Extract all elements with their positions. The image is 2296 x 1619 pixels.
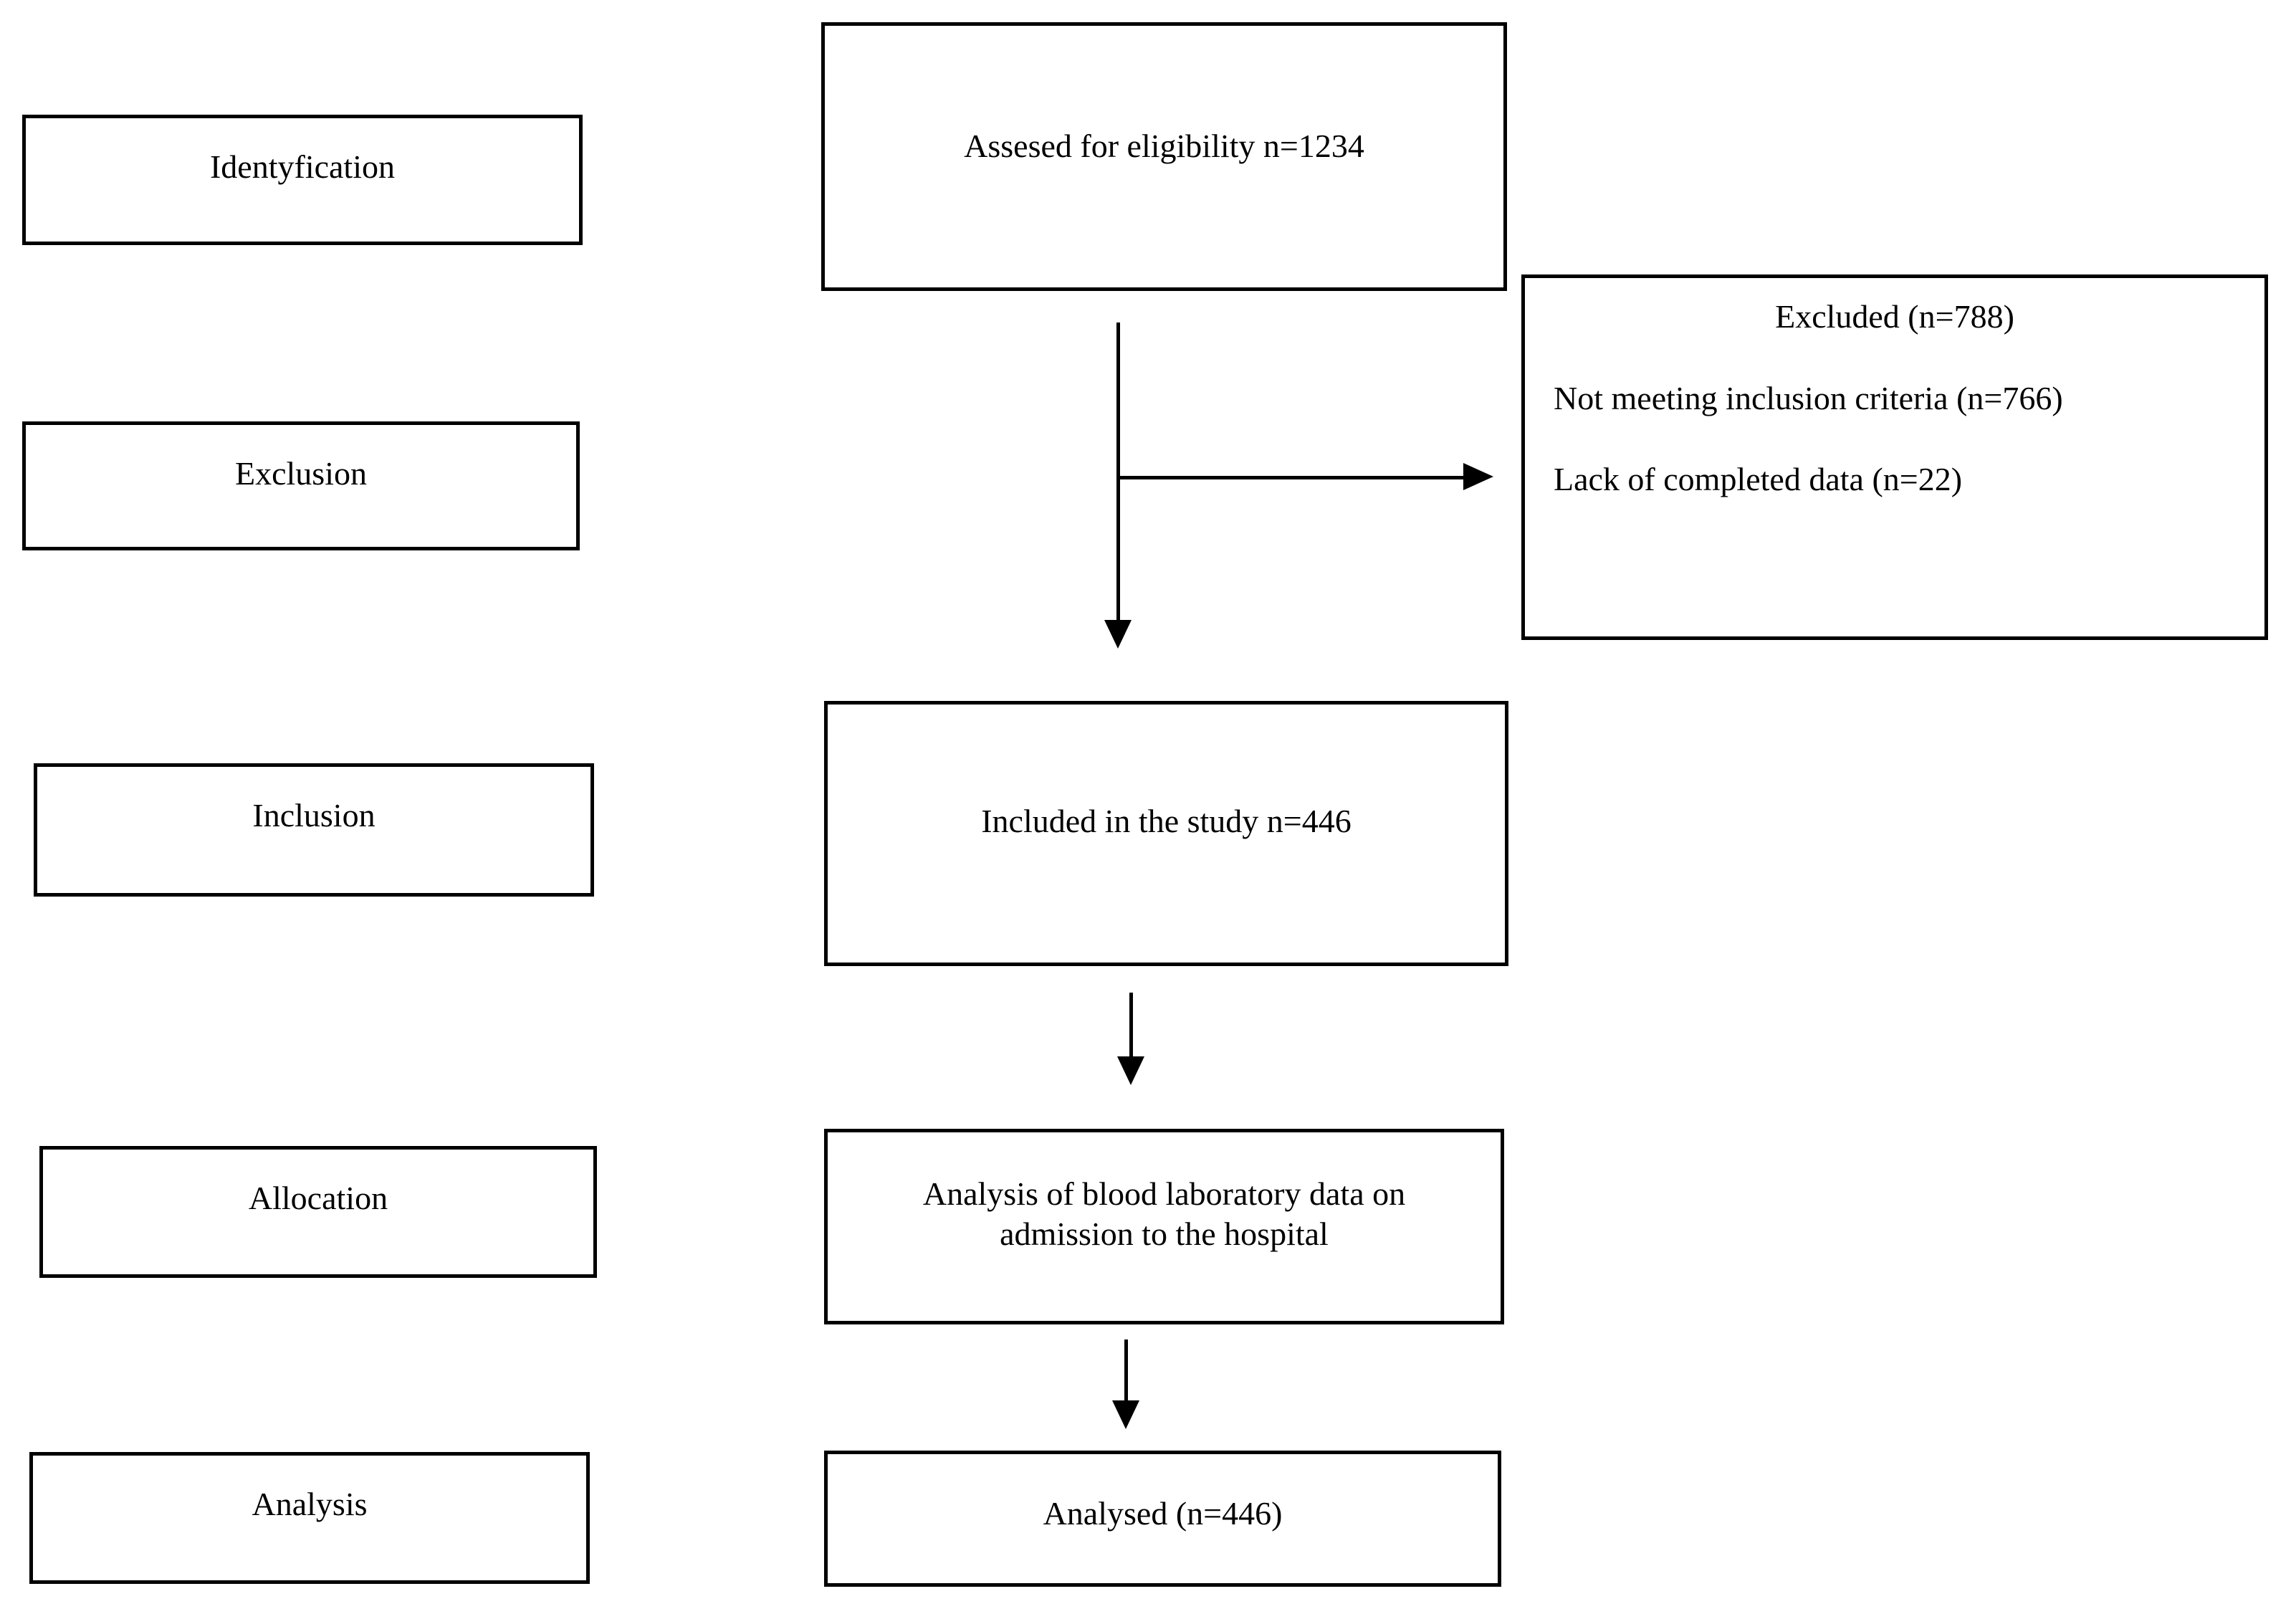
arrow-line-assessed-to-included — [1116, 323, 1120, 621]
stage-box-inclusion: Inclusion — [34, 763, 594, 897]
stage-label-inclusion: Inclusion — [252, 797, 376, 834]
flow-text-included: Included in the study n=446 — [981, 803, 1352, 839]
arrowhead-down-assessed-to-included — [1104, 620, 1132, 649]
stage-label-analysis: Analysis — [252, 1486, 368, 1522]
stage-box-allocation: Allocation — [39, 1146, 597, 1278]
stage-box-exclusion: Exclusion — [22, 421, 580, 550]
flow-box-included: Included in the study n=446 — [824, 701, 1508, 966]
excluded-reason-lack-of-data: Lack of completed data (n=22) — [1554, 461, 1963, 497]
arrowhead-right-to-excluded — [1463, 463, 1493, 490]
arrow-line-branch-to-excluded — [1119, 476, 1464, 479]
arrow-line-lab-analysis-to-analysed — [1124, 1339, 1128, 1403]
flow-box-assessed: Assesed for eligibility n=1234 — [821, 22, 1507, 291]
arrow-line-included-to-lab-analysis — [1129, 993, 1133, 1059]
arrowhead-down-included-to-lab-analysis — [1117, 1056, 1144, 1085]
arrowhead-down-lab-analysis-to-analysed — [1112, 1400, 1139, 1429]
stage-label-exclusion: Exclusion — [235, 455, 367, 492]
excluded-box: Excluded (n=788) Not meeting inclusion c… — [1521, 274, 2268, 640]
flow-text-analysed: Analysed (n=446) — [1043, 1495, 1283, 1532]
flow-box-lab-analysis: Analysis of blood laboratory data on adm… — [824, 1129, 1504, 1324]
stage-box-analysis: Analysis — [29, 1452, 590, 1584]
flow-text-assessed: Assesed for eligibility n=1234 — [964, 128, 1364, 164]
stage-box-identification: Identyfication — [22, 115, 583, 245]
excluded-reason-not-meeting-criteria: Not meeting inclusion criteria (n=766) — [1554, 380, 2063, 416]
stage-label-allocation: Allocation — [248, 1180, 388, 1216]
flow-box-analysed: Analysed (n=446) — [824, 1451, 1501, 1587]
flow-text-lab-analysis: Analysis of blood laboratory data on adm… — [922, 1175, 1406, 1252]
excluded-title: Excluded (n=788) — [1775, 298, 2014, 335]
stage-label-identification: Identyfication — [209, 148, 395, 185]
